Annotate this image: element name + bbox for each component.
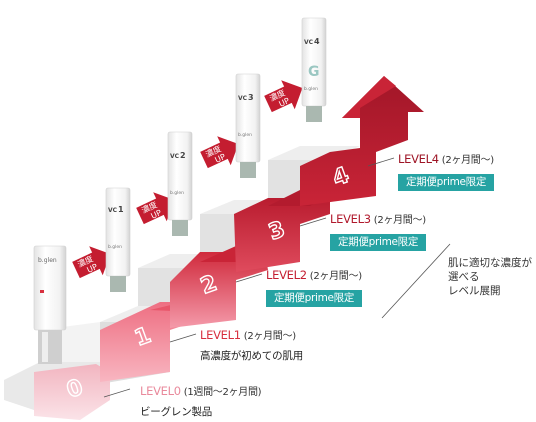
svg-text:UP: UP (85, 262, 99, 275)
svg-text:b.glen: b.glen (38, 257, 57, 264)
svg-text:4: 4 (314, 37, 320, 46)
level1-description: 高濃度が初めての肌用 (200, 350, 303, 362)
svg-text:b.glen: b.glen (304, 86, 318, 92)
svg-text:VC: VC (304, 39, 314, 46)
level2-prime-badge: 定期便prime限定 (266, 290, 363, 307)
product-vc1-tube: VC 1 b.glen (105, 187, 131, 292)
svg-text:VC: VC (170, 153, 180, 160)
product-vc3-tube: VC 3 b.glen (235, 73, 261, 178)
level4-label: LEVEL4(2ヶ月間〜) (398, 152, 494, 166)
svg-text:b.glen: b.glen (108, 244, 122, 250)
svg-text:b.glen: b.glen (170, 190, 184, 196)
side-note-line-3: レベル展開 (448, 285, 501, 297)
svg-text:1: 1 (118, 205, 124, 214)
red-steps (34, 76, 424, 420)
level4-prime-badge: 定期便prime限定 (398, 174, 495, 191)
product-level0-bottle: b.glen (33, 245, 67, 364)
svg-text:UP: UP (149, 208, 163, 221)
side-note-line-2: 選べる (448, 271, 480, 283)
svg-text:b.glen: b.glen (238, 132, 252, 138)
product-vc2-tube: VC 2 b.glen (167, 131, 193, 236)
svg-text:3: 3 (248, 93, 254, 102)
g-mark-icon: G (308, 64, 320, 80)
svg-text:VC: VC (238, 95, 248, 102)
svg-text:UP: UP (277, 96, 291, 109)
level1-label: LEVEL1(2ヶ月間〜) (200, 328, 296, 342)
level0-description: ビーグレン製品 (140, 406, 213, 418)
concentration-up-arrow-2: 濃度 UP (136, 192, 175, 225)
level0-label: LEVEL0(1週間〜2ヶ月間) (140, 384, 262, 398)
concentration-up-arrow-1: 濃度 UP (72, 246, 111, 279)
level3-prime-badge: 定期便prime限定 (330, 234, 427, 251)
level2-label: LEVEL2(2ヶ月間〜) (266, 268, 362, 282)
side-note-line-1: 肌に適切な濃度が (448, 257, 532, 269)
svg-text:UP: UP (213, 152, 227, 165)
side-note: 肌に適切な濃度が 選べる レベル展開 (448, 256, 532, 298)
concentration-up-arrows: 濃度 UP 濃度 UP 濃度 UP 濃度 UP (72, 80, 303, 279)
level3-label: LEVEL3(2ヶ月間〜) (330, 212, 426, 226)
product-tubes: b.glen VC 1 b.glen VC 2 b.glen (33, 17, 327, 364)
leader-lines (103, 157, 451, 398)
svg-text:2: 2 (180, 151, 186, 160)
svg-text:VC: VC (108, 207, 118, 214)
product-vc4-tube: VC 4 G b.glen (301, 17, 327, 122)
